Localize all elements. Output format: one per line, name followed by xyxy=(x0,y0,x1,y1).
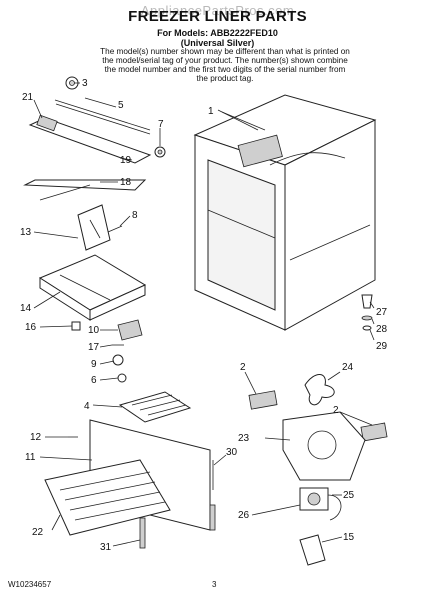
seal-drawing xyxy=(209,504,216,531)
callout-27: 27 xyxy=(376,307,388,318)
motor-drawing xyxy=(299,487,342,521)
callout-17: 17 xyxy=(88,342,100,353)
callout-18: 18 xyxy=(120,177,132,188)
models-line: For Models: ABB2222FED10 xyxy=(157,28,278,38)
callout-12: 12 xyxy=(30,432,42,443)
callout-21: 21 xyxy=(22,92,34,103)
callout-4: 4 xyxy=(84,401,90,412)
cap-drawing xyxy=(361,294,373,309)
gear-small-drawing xyxy=(154,146,166,158)
callout-16: 16 xyxy=(25,322,37,333)
callout-19: 19 xyxy=(120,155,132,166)
clip-drawing xyxy=(71,321,81,331)
leader-lines xyxy=(33,82,375,547)
motor-bracket-drawing xyxy=(299,534,326,566)
callout-29: 29 xyxy=(376,341,388,352)
description-text: The model(s) number shown may be differe… xyxy=(100,47,350,83)
variant-line: (Universal Silver) xyxy=(180,38,255,48)
callout-23: 23 xyxy=(238,433,250,444)
callout-13: 13 xyxy=(20,227,32,238)
damper-drawing xyxy=(117,319,143,341)
freezer-liner-drawing xyxy=(193,94,377,331)
strip-drawing xyxy=(139,517,146,549)
grille-drawing xyxy=(118,391,192,423)
bulb-drawing xyxy=(112,354,124,366)
callout-25: 25 xyxy=(343,490,355,501)
callout-22: 22 xyxy=(32,527,44,538)
callout-28: 28 xyxy=(376,324,388,335)
watermark-text: AppliancePartsPros.com xyxy=(140,3,295,18)
callout-30: 30 xyxy=(226,447,238,458)
callout-24: 24 xyxy=(342,362,354,373)
callout-2-left: 2 xyxy=(240,362,246,373)
slide-drawing xyxy=(23,179,147,191)
doc-number: W10234657 xyxy=(8,580,52,589)
page-number: 3 xyxy=(212,580,217,589)
callout-labels: 1 2 2 3 4 5 6 7 8 9 10 11 12 13 14 15 16… xyxy=(20,78,388,553)
callout-3: 3 xyxy=(82,78,88,89)
rail-assembly-drawing xyxy=(28,99,152,164)
screw-drawing xyxy=(107,225,123,233)
pad-left-drawing xyxy=(248,390,278,410)
bracket-drawing xyxy=(77,204,111,251)
housing-drawing xyxy=(38,254,147,321)
model-info: For Models: ABB2222FED10 (Universal Silv… xyxy=(0,28,435,48)
front-grille-drawing xyxy=(44,459,171,536)
callout-26: 26 xyxy=(238,510,250,521)
callout-9: 9 xyxy=(91,359,97,370)
callout-8: 8 xyxy=(132,210,138,221)
grommet-drawing xyxy=(117,373,127,383)
callout-11: 11 xyxy=(25,452,36,463)
washer-drawing xyxy=(361,315,373,321)
page-title: FREEZER LINER PARTS xyxy=(128,8,307,25)
callout-2-right: 2 xyxy=(333,405,339,416)
callout-6: 6 xyxy=(91,375,97,386)
callout-10: 10 xyxy=(88,325,100,336)
fan-blade-drawing xyxy=(304,374,335,406)
callout-15: 15 xyxy=(343,532,355,543)
callout-5: 5 xyxy=(118,100,124,111)
slide-bar-drawing xyxy=(39,184,91,201)
fan-housing-drawing xyxy=(282,411,366,481)
callout-7: 7 xyxy=(158,119,164,130)
callout-1: 1 xyxy=(208,106,214,117)
pad-right-drawing xyxy=(360,422,388,442)
ring-drawing xyxy=(362,325,372,331)
callout-31: 31 xyxy=(100,542,112,553)
callout-14: 14 xyxy=(20,303,32,314)
